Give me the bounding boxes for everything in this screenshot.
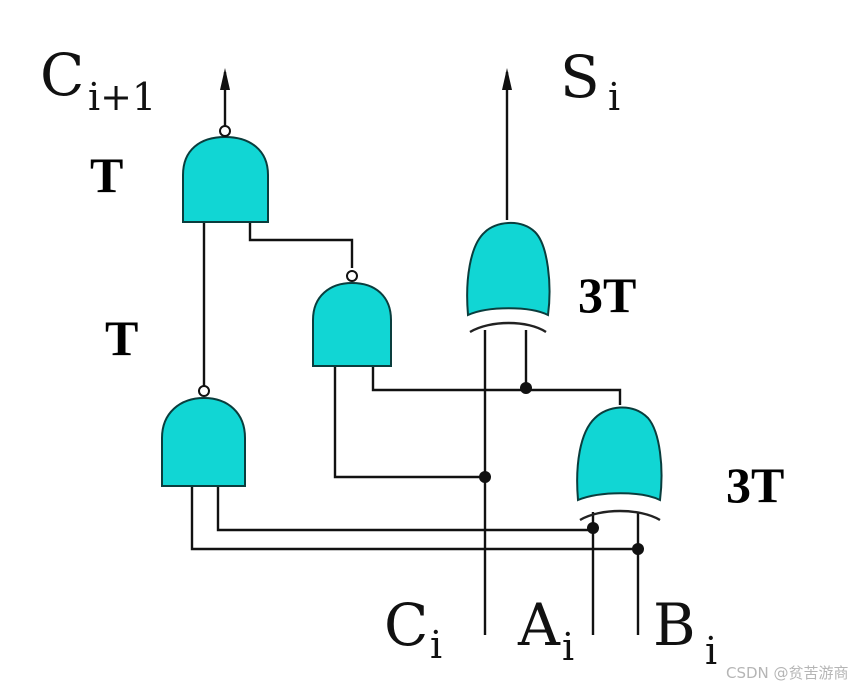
- wires: [190, 68, 640, 635]
- nand-left-bubble: [198, 385, 210, 397]
- label-a: A i: [517, 591, 574, 669]
- delay-label-left-nand: T: [105, 310, 138, 366]
- watermark: CSDN @贫苦游商: [726, 664, 849, 682]
- label-b-sub: i: [705, 629, 717, 673]
- junction-carry-in: [479, 471, 491, 483]
- label-carry-in: C i: [384, 591, 442, 667]
- wire-mid-nand-left-input: [333, 366, 485, 479]
- junction-a: [587, 522, 599, 534]
- carry-out-arrow: [220, 68, 230, 90]
- nand-gate-left: [161, 385, 246, 487]
- nand-gate-middle: [312, 270, 392, 367]
- xor-bottom-back-arc: [579, 509, 661, 522]
- label-b: B i: [653, 591, 717, 673]
- nand-top-bubble: [219, 125, 231, 137]
- wire-mid-nand-to-top-nand: [248, 222, 354, 268]
- label-carry-in-main: C: [384, 591, 428, 659]
- label-carry-in-sub: i: [430, 623, 442, 667]
- label-sum: S i: [560, 43, 620, 119]
- label-sum-main: S: [560, 43, 600, 111]
- delay-label-top-nand: T: [90, 147, 123, 203]
- delay-label-bottom-xor: 3T: [726, 457, 784, 513]
- label-a-main: A: [517, 591, 561, 659]
- xor-top-back-arc: [469, 321, 547, 334]
- junction-b: [632, 543, 644, 555]
- label-carry-out-sub: i+1: [88, 75, 156, 119]
- delay-label-top-xor: 3T: [578, 267, 636, 323]
- nand-gate-top: [182, 125, 269, 223]
- label-sum-sub: i: [608, 75, 620, 119]
- junction-xor-out: [520, 382, 532, 394]
- label-carry-out-main: C: [40, 41, 84, 109]
- label-a-sub: i: [562, 625, 574, 669]
- label-b-main: B: [653, 591, 696, 659]
- label-carry-out: C i+1: [40, 41, 156, 119]
- wire-left-nand-b-input: [190, 487, 638, 551]
- xor-gate-top: [466, 222, 551, 334]
- wire-left-nand-a-input: [216, 487, 593, 532]
- xor-gate-bottom: [576, 406, 663, 522]
- junctions: [479, 382, 644, 555]
- wire-mid-nand-right-input: [371, 366, 622, 405]
- nand-middle-bubble: [346, 270, 358, 282]
- sum-out-arrow: [502, 68, 512, 90]
